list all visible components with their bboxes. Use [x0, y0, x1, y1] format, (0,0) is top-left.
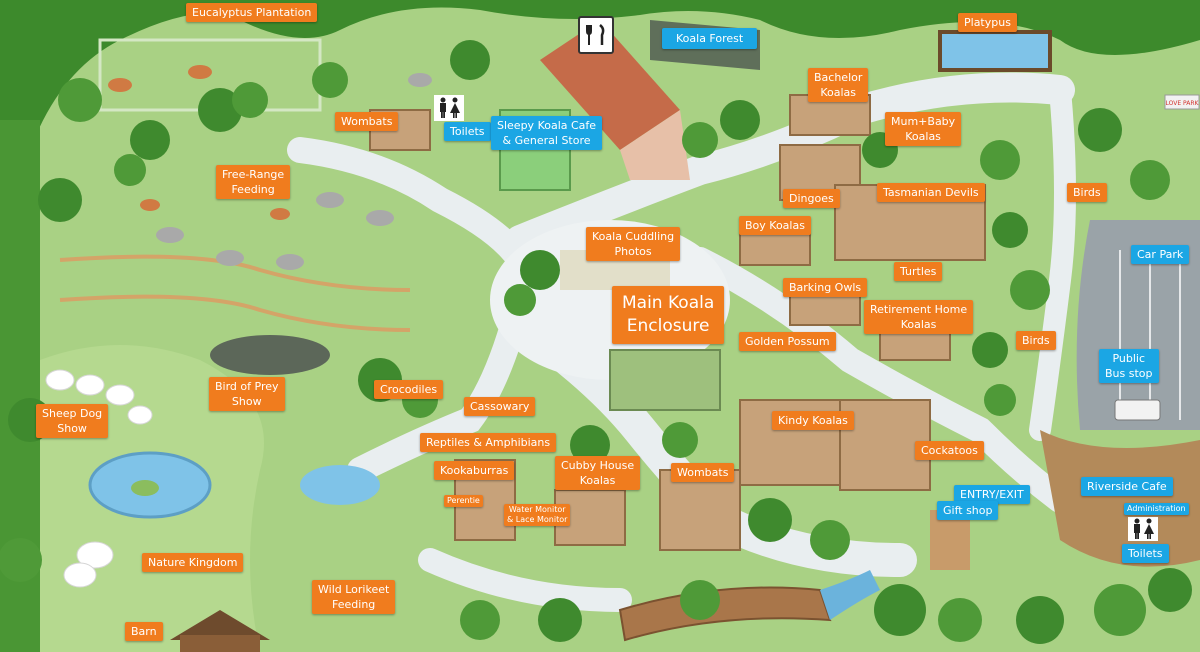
- label-wombats-top[interactable]: Wombats: [335, 112, 399, 131]
- label-bird-of-prey-show[interactable]: Bird of Prey Show: [209, 377, 285, 411]
- label-turtles[interactable]: Turtles: [894, 262, 943, 281]
- label-mum-baby-koalas[interactable]: Mum+Baby Koalas: [885, 112, 962, 146]
- label-gift-shop[interactable]: Gift shop: [937, 501, 999, 520]
- label-nature-kingdom[interactable]: Nature Kingdom: [142, 553, 244, 572]
- label-birds-mid[interactable]: Birds: [1016, 331, 1056, 350]
- label-boy-koalas[interactable]: Boy Koalas: [739, 216, 811, 235]
- label-reptiles-amphibians[interactable]: Reptiles & Amphibians: [420, 433, 557, 452]
- label-kindy-koalas[interactable]: Kindy Koalas: [772, 411, 854, 430]
- label-free-range-feeding[interactable]: Free-Range Feeding: [216, 165, 291, 199]
- label-sheep-dog-show[interactable]: Sheep Dog Show: [36, 404, 109, 438]
- label-riverside-cafe[interactable]: Riverside Cafe: [1081, 477, 1173, 496]
- fork-knife-icon[interactable]: [578, 16, 614, 54]
- love-park-sign: LOVE PARK: [1166, 100, 1200, 107]
- label-public-bus-stop[interactable]: Public Bus stop: [1099, 349, 1159, 383]
- label-retirement-home-koalas[interactable]: Retirement Home Koalas: [864, 300, 974, 334]
- label-car-park[interactable]: Car Park: [1131, 245, 1190, 264]
- label-koala-cuddling-photos[interactable]: Koala Cuddling Photos: [586, 227, 681, 261]
- label-wombats-mid[interactable]: Wombats: [671, 463, 735, 482]
- toilet-people-icon[interactable]: [434, 95, 464, 121]
- label-barking-owls[interactable]: Barking Owls: [783, 278, 868, 297]
- label-toilets-top[interactable]: Toilets: [444, 122, 491, 141]
- label-dingoes[interactable]: Dingoes: [783, 189, 840, 208]
- label-crocodiles[interactable]: Crocodiles: [374, 380, 444, 399]
- label-bachelor-koalas[interactable]: Bachelor Koalas: [808, 68, 869, 102]
- label-kookaburras[interactable]: Kookaburras: [434, 461, 515, 480]
- label-wild-lorikeet-feeding[interactable]: Wild Lorikeet Feeding: [312, 580, 396, 614]
- label-koala-forest[interactable]: Koala Forest: [662, 28, 758, 49]
- label-main-koala-enclosure[interactable]: Main Koala Enclosure: [612, 286, 725, 344]
- label-perentie[interactable]: Perentie: [444, 495, 483, 507]
- label-tasmanian-devils[interactable]: Tasmanian Devils: [877, 183, 985, 202]
- label-cassowary[interactable]: Cassowary: [464, 397, 536, 416]
- label-administration[interactable]: Administration: [1124, 503, 1189, 515]
- label-entry-exit[interactable]: ENTRY/EXIT: [954, 485, 1030, 504]
- label-platypus[interactable]: Platypus: [958, 13, 1017, 32]
- label-golden-possum[interactable]: Golden Possum: [739, 332, 836, 351]
- label-eucalyptus-plantation[interactable]: Eucalyptus Plantation: [186, 3, 318, 22]
- label-water-monitor[interactable]: Water Monitor & Lace Monitor: [504, 504, 571, 526]
- label-barn[interactable]: Barn: [125, 622, 163, 641]
- label-toilets-bottom[interactable]: Toilets: [1122, 544, 1169, 563]
- toilet-people-icon[interactable]: [1128, 517, 1158, 541]
- label-cockatoos[interactable]: Cockatoos: [915, 441, 984, 460]
- label-birds-top[interactable]: Birds: [1067, 183, 1107, 202]
- label-cubby-house-koalas[interactable]: Cubby House Koalas: [555, 456, 641, 490]
- label-sleepy-koala-cafe[interactable]: Sleepy Koala Cafe & General Store: [491, 116, 603, 150]
